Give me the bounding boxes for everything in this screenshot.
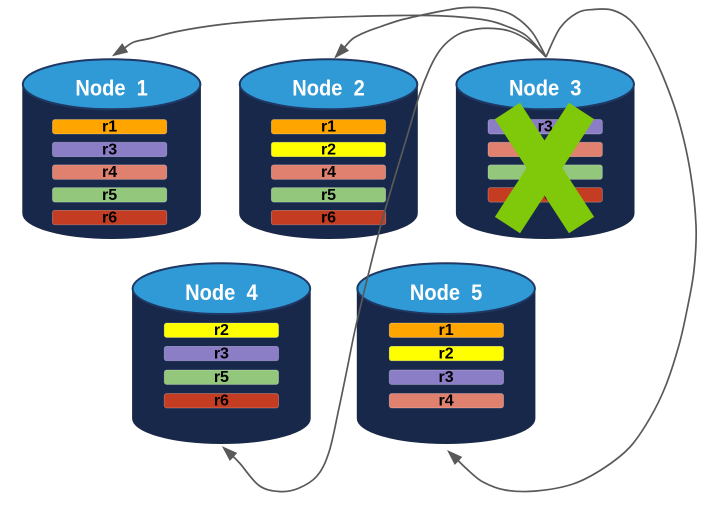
svg-text:r1: r1 [102,119,117,136]
svg-text:r3: r3 [538,119,553,136]
svg-text:r2: r2 [321,141,336,158]
svg-text:r6: r6 [321,210,336,227]
svg-text:r2: r2 [214,322,229,339]
svg-text:r5: r5 [102,187,117,204]
svg-text:r5: r5 [321,187,336,204]
svg-text:r6: r6 [214,393,229,410]
svg-text:Node 3: Node 3 [509,76,582,101]
svg-text:r3: r3 [439,369,454,386]
svg-text:r4: r4 [321,164,336,181]
svg-text:Node 2: Node 2 [292,76,365,101]
svg-text:r3: r3 [214,346,229,363]
svg-text:r6: r6 [102,210,117,227]
svg-text:r1: r1 [439,322,454,339]
svg-text:r4: r4 [439,393,454,410]
svg-text:r4: r4 [102,164,117,181]
svg-text:Node 1: Node 1 [75,76,148,101]
svg-text:r2: r2 [439,346,454,363]
svg-text:r3: r3 [102,141,117,158]
svg-text:Node 4: Node 4 [185,280,258,305]
svg-text:r1: r1 [321,119,336,136]
svg-text:Node 5: Node 5 [410,280,483,305]
svg-text:r5: r5 [214,369,229,386]
